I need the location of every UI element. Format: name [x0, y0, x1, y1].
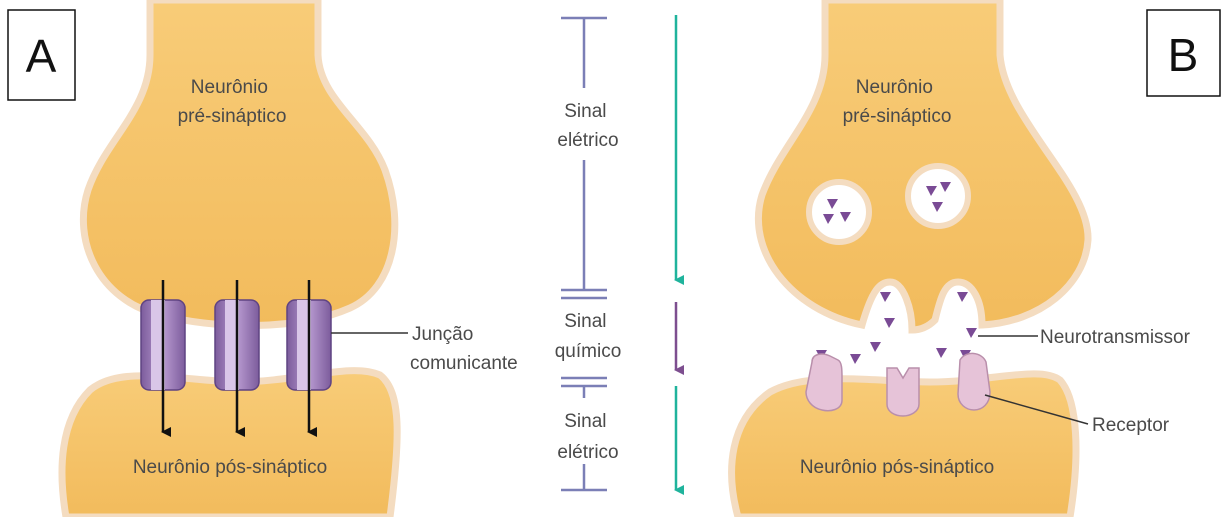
post-neuron-label-a: Neurônio pós-sináptico	[133, 457, 327, 478]
triangle-icon	[880, 292, 891, 302]
signal-scale: Sinal elétrico Sinal químico Sinal elétr…	[555, 15, 676, 490]
pre-synaptic-neuron-b	[758, 0, 1088, 330]
signal-chemical-label: Sinal químico	[555, 311, 622, 362]
panel-label-a: A	[26, 30, 57, 82]
signal-electric-top-label: Sinal elétrico	[557, 101, 618, 151]
panel-a: Neurônio pré-sináptico Neurônio pós-siná…	[8, 0, 518, 517]
triangle-icon	[966, 328, 977, 338]
synaptic-vesicle	[809, 182, 869, 242]
panel-b: Neurônio pré-sináptico Neurônio pós-siná…	[732, 0, 1220, 517]
post-synaptic-neuron-a	[62, 371, 397, 517]
triangle-icon	[850, 354, 861, 364]
panel-label-b: B	[1168, 29, 1199, 81]
pre-synaptic-neuron-a	[83, 0, 394, 325]
triangle-icon	[957, 292, 968, 302]
gap-junction-label: Junção comunicante	[410, 324, 518, 374]
receptor	[958, 353, 990, 410]
synaptic-vesicle	[908, 166, 968, 226]
neurotransmitter-label: Neurotransmissor	[1040, 327, 1191, 348]
receptor-label: Receptor	[1092, 415, 1170, 436]
signal-electric-bottom-label: Sinal elétrico	[557, 411, 618, 463]
triangle-icon	[884, 318, 895, 328]
triangle-icon	[870, 342, 881, 352]
triangle-icon	[936, 348, 947, 358]
receptor	[887, 368, 919, 416]
receptor	[806, 354, 842, 411]
post-neuron-label-b: Neurônio pós-sináptico	[800, 457, 994, 478]
